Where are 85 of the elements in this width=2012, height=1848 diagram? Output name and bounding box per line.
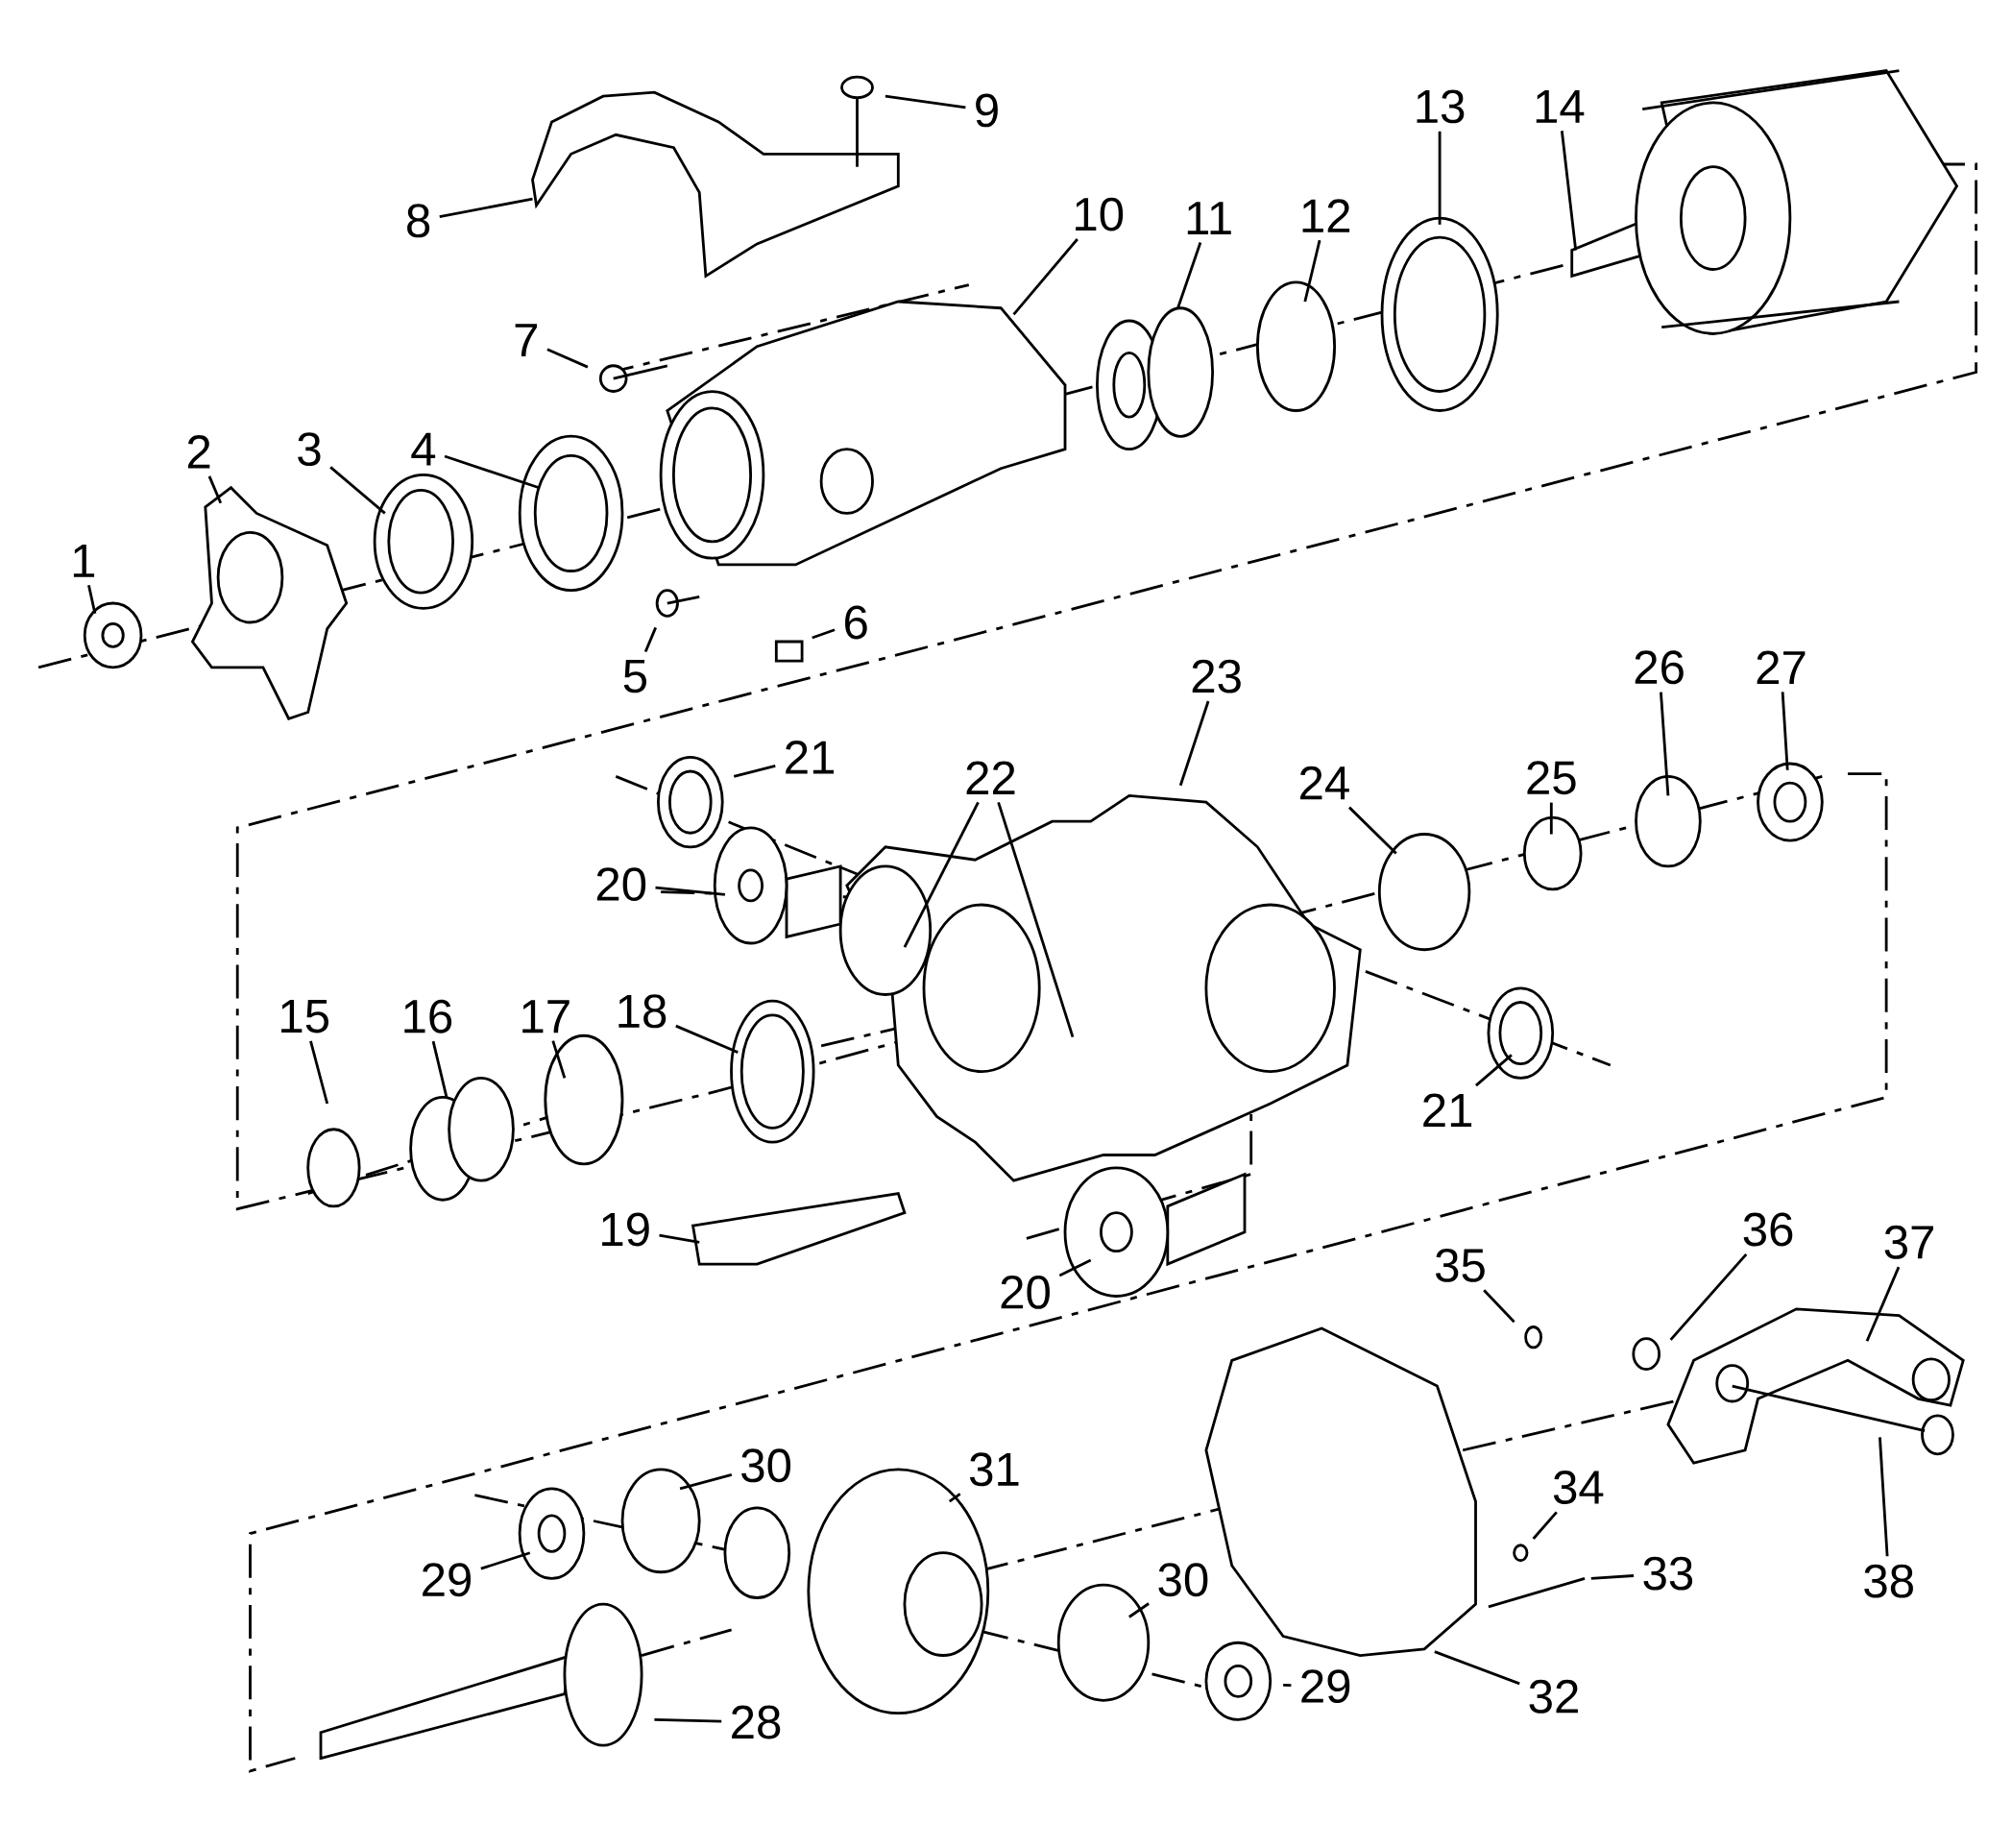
callout-number: 10	[1076, 197, 1124, 231]
callout-number: 25	[1527, 761, 1576, 795]
callout-number: 37	[1884, 1225, 1933, 1259]
callout-number: 29	[1301, 1669, 1350, 1704]
leader-line	[1532, 1511, 1558, 1540]
leader-line	[1560, 131, 1578, 251]
callout-number: 3	[298, 432, 321, 467]
callout-number: 4	[411, 432, 436, 466]
callout-number: 36	[1743, 1212, 1793, 1247]
callout-number: 6	[845, 605, 867, 640]
leader-line	[1669, 1252, 1748, 1341]
leader-line	[1865, 1266, 1901, 1342]
callout-number: 32	[1529, 1679, 1578, 1714]
callout-number: 22	[966, 761, 1015, 794]
callout-number: 5	[623, 659, 647, 693]
callout-number: 14	[1536, 90, 1585, 123]
leader-line	[733, 765, 776, 778]
callout-number: 27	[1757, 650, 1806, 684]
callout-number: 21	[1423, 1093, 1472, 1127]
callout-number: 34	[1553, 1471, 1604, 1504]
callout-number: 29	[423, 1563, 471, 1597]
callout-number: 7	[515, 324, 538, 357]
callout-number: 12	[1302, 199, 1350, 232]
leader-line	[643, 626, 657, 653]
leader-line	[655, 886, 726, 896]
leader-line	[480, 1551, 531, 1570]
callout-number: 16	[404, 999, 452, 1033]
leader-line	[885, 94, 966, 109]
callout-number: 18	[618, 994, 667, 1029]
leader-line	[948, 1493, 961, 1503]
leader-line	[675, 1024, 739, 1054]
leader-line	[903, 801, 980, 948]
leader-line	[679, 1473, 733, 1491]
leader-line	[812, 628, 836, 640]
callout-number: 26	[1635, 650, 1684, 685]
leader-line	[654, 1718, 722, 1723]
leader-line	[1058, 1258, 1092, 1277]
leader-line	[439, 197, 533, 218]
leader-line	[1781, 692, 1789, 770]
callout-number: 1	[73, 545, 95, 577]
callout-number: 38	[1864, 1564, 1913, 1598]
callout-number: 8	[407, 204, 430, 238]
leader-line	[1549, 802, 1553, 835]
callout-number: 35	[1436, 1248, 1485, 1282]
leader-line	[1483, 1289, 1515, 1324]
leader-line	[444, 454, 540, 490]
callout-number: 9	[976, 93, 998, 128]
leader-line	[1178, 700, 1210, 787]
leader-line	[1475, 1054, 1513, 1087]
leader-line	[1176, 242, 1202, 309]
leader-line	[546, 348, 589, 369]
callout-number: 31	[970, 1452, 1019, 1487]
leader-line	[1590, 1574, 1635, 1580]
callout-number: 20	[596, 867, 646, 902]
callout-number: 17	[522, 1000, 570, 1033]
leader-line	[1128, 1602, 1150, 1618]
leader-line	[1438, 131, 1442, 225]
leader-line	[1434, 1650, 1520, 1686]
callout-number: 11	[1187, 202, 1231, 235]
leader-line	[431, 1040, 448, 1098]
leader-line	[1879, 1437, 1889, 1557]
callout-number: 19	[602, 1212, 649, 1247]
callout-number: 28	[732, 1705, 781, 1739]
leader-line	[329, 466, 386, 515]
callout-number: 21	[786, 741, 835, 774]
callout-number: 23	[1192, 659, 1241, 693]
leader-line	[659, 1233, 700, 1244]
callout-number: 30	[741, 1448, 791, 1483]
callout-number: 15	[281, 1000, 328, 1033]
leader-line	[1283, 1683, 1292, 1687]
leader-line	[997, 801, 1075, 1038]
leader-line	[87, 584, 97, 615]
leader-line	[1303, 239, 1321, 303]
leader-line	[1012, 238, 1079, 316]
callout-number: 24	[1300, 766, 1349, 800]
leader-line	[551, 1040, 567, 1079]
callout-number: 2	[187, 435, 210, 469]
callout-number: 20	[1001, 1275, 1050, 1309]
leader-line	[1660, 692, 1670, 796]
callout-number: 33	[1643, 1556, 1693, 1591]
leader-line	[309, 1040, 329, 1105]
callout-number: 30	[1158, 1563, 1208, 1597]
leader-line	[1348, 806, 1397, 855]
leader-line	[207, 475, 223, 504]
callout-number: 13	[1417, 89, 1465, 124]
